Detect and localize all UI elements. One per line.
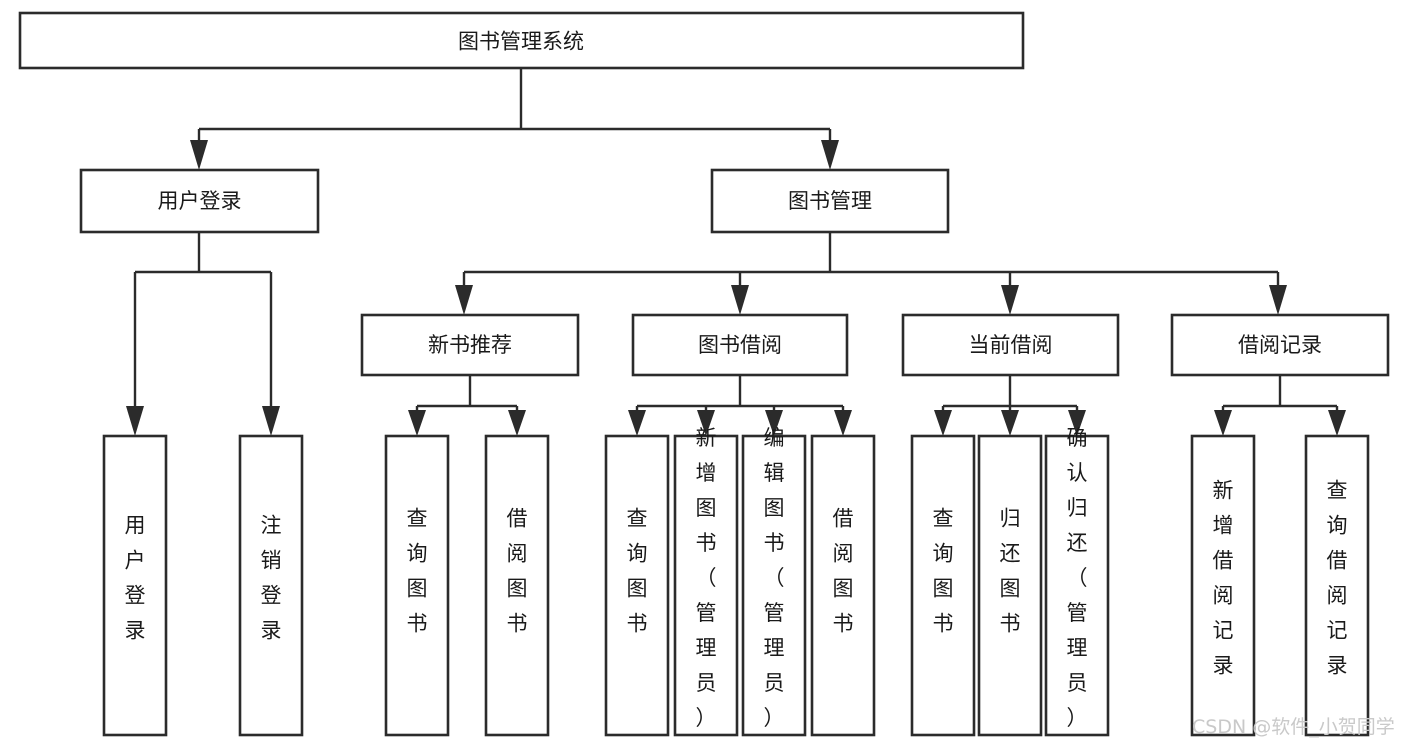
arrow-head-new-book-rec bbox=[455, 285, 473, 315]
connector-group-borrow-record-to-leaves bbox=[1214, 375, 1346, 436]
node-new-book-rec-box[interactable] bbox=[360, 313, 580, 377]
leaf-label-book-borrow-2: 编辑图书（管理员） bbox=[764, 426, 785, 730]
node-user-login-label: 用户登录 bbox=[158, 189, 242, 213]
leaf-box-book-borrow-2[interactable] bbox=[741, 434, 807, 737]
leaf-node-current-borrow-1[interactable]: 归还图书 bbox=[977, 434, 1043, 737]
leaf-box-user-login-1[interactable] bbox=[238, 434, 304, 737]
arrow-head-leaf-current-borrow-2 bbox=[1001, 410, 1019, 436]
arrow-head-user-login bbox=[190, 140, 208, 170]
node-root-label: 图书管理系统 bbox=[458, 30, 584, 54]
leaf-label-book-borrow-3: 借阅图书 bbox=[833, 507, 854, 636]
leaf-box-user-login-0[interactable] bbox=[102, 434, 168, 737]
leaf-node-user-login-1[interactable]: 注销登录 bbox=[238, 434, 304, 737]
leaf-box-borrow-record-0[interactable] bbox=[1190, 434, 1256, 737]
node-book-borrow[interactable]: 图书借阅 bbox=[631, 313, 849, 377]
arrow-head-leaf-user-login-1 bbox=[126, 406, 144, 436]
leaf-node-user-login-0[interactable]: 用户登录 bbox=[102, 434, 168, 737]
leaf-box-book-borrow-1[interactable] bbox=[673, 434, 739, 737]
arrow-head-leaf-borrow-record-1 bbox=[1214, 410, 1232, 436]
leaf-node-book-borrow-0[interactable]: 查询图书 bbox=[604, 434, 670, 737]
node-borrow-record-label: 借阅记录 bbox=[1238, 333, 1322, 357]
arrow-head-borrow-record bbox=[1269, 285, 1287, 315]
leaf-label-borrow-record-0: 新增借阅记录 bbox=[1213, 479, 1234, 678]
arrow-head-leaf-current-borrow-3 bbox=[1068, 410, 1086, 436]
leaf-node-book-borrow-2[interactable]: 编辑图书（管理员） bbox=[741, 426, 807, 737]
node-user-login-box[interactable] bbox=[79, 168, 320, 234]
leaf-box-current-borrow-2[interactable] bbox=[1044, 434, 1110, 737]
node-book-manage-box[interactable] bbox=[710, 168, 950, 234]
node-root-box[interactable] bbox=[18, 11, 1025, 70]
leaf-label-new-book-rec-1: 借阅图书 bbox=[507, 507, 528, 636]
node-book-manage-label: 图书管理 bbox=[788, 189, 872, 213]
arrow-head-book-borrow bbox=[731, 285, 749, 315]
node-book-borrow-box[interactable] bbox=[631, 313, 849, 377]
leaf-label-current-borrow-0: 查询图书 bbox=[933, 507, 954, 636]
leaf-label-user-login-0: 用户登录 bbox=[125, 514, 146, 643]
leaf-label-current-borrow-2: 确认归还（管理员） bbox=[1067, 426, 1088, 730]
arrow-head-leaf-book-borrow-2 bbox=[697, 410, 715, 436]
leaf-node-current-borrow-2[interactable]: 确认归还（管理员） bbox=[1044, 426, 1110, 737]
arrow-head-leaf-book-borrow-3 bbox=[765, 410, 783, 436]
node-book-manage[interactable]: 图书管理 bbox=[710, 168, 950, 234]
leaf-label-book-borrow-1: 新增图书（管理员） bbox=[696, 426, 717, 730]
leaf-node-book-borrow-1[interactable]: 新增图书（管理员） bbox=[673, 426, 739, 737]
leaf-box-book-borrow-3[interactable] bbox=[810, 434, 876, 737]
leaf-label-current-borrow-1: 归还图书 bbox=[1000, 507, 1021, 636]
leaf-node-borrow-record-1[interactable]: 查询借阅记录 bbox=[1304, 434, 1370, 737]
arrow-head-leaf-book-borrow-1 bbox=[628, 410, 646, 436]
leaf-node-book-borrow-3[interactable]: 借阅图书 bbox=[810, 434, 876, 737]
node-borrow-record-box[interactable] bbox=[1170, 313, 1390, 377]
leaf-label-borrow-record-1: 查询借阅记录 bbox=[1327, 479, 1348, 678]
node-user-login[interactable]: 用户登录 bbox=[79, 168, 320, 234]
csdn-watermark: CSDN @软件_小贺同学 bbox=[1192, 716, 1395, 738]
connector-group-book-manage-to-level3 bbox=[455, 232, 1287, 315]
node-new-book-rec-label: 新书推荐 bbox=[428, 333, 512, 357]
leaf-box-new-book-rec-1[interactable] bbox=[484, 434, 550, 737]
leaf-box-book-borrow-0[interactable] bbox=[604, 434, 670, 737]
leaf-node-new-book-rec-1[interactable]: 借阅图书 bbox=[484, 434, 550, 737]
arrow-head-leaf-user-login-2 bbox=[262, 406, 280, 436]
leaf-node-current-borrow-0[interactable]: 查询图书 bbox=[910, 434, 976, 737]
connector-group-book-borrow-to-leaves bbox=[628, 375, 852, 436]
leaf-label-new-book-rec-0: 查询图书 bbox=[407, 507, 428, 636]
leaf-box-current-borrow-0[interactable] bbox=[910, 434, 976, 737]
leaf-label-book-borrow-0: 查询图书 bbox=[627, 507, 648, 636]
arrow-head-leaf-new-book-rec-1 bbox=[408, 410, 426, 436]
connector-group-root-to-level2 bbox=[190, 68, 839, 170]
node-book-borrow-label: 图书借阅 bbox=[698, 333, 782, 357]
arrow-head-current-borrow bbox=[1001, 285, 1019, 315]
arrow-head-leaf-borrow-record-2 bbox=[1328, 410, 1346, 436]
leaf-node-new-book-rec-0[interactable]: 查询图书 bbox=[384, 434, 450, 737]
node-current-borrow[interactable]: 当前借阅 bbox=[901, 313, 1120, 377]
arrow-head-leaf-new-book-rec-2 bbox=[508, 410, 526, 436]
arrow-head-leaf-current-borrow-1 bbox=[934, 410, 952, 436]
node-borrow-record[interactable]: 借阅记录 bbox=[1170, 313, 1390, 377]
leaf-label-user-login-1: 注销登录 bbox=[261, 514, 282, 643]
connector-group-user-login-to-leaves bbox=[126, 232, 280, 436]
leaf-box-borrow-record-1[interactable] bbox=[1304, 434, 1370, 737]
arrow-head-leaf-book-borrow-4 bbox=[834, 410, 852, 436]
node-root[interactable]: 图书管理系统 bbox=[18, 11, 1025, 70]
leaf-node-borrow-record-0[interactable]: 新增借阅记录 bbox=[1190, 434, 1256, 737]
node-current-borrow-box[interactable] bbox=[901, 313, 1120, 377]
node-new-book-rec[interactable]: 新书推荐 bbox=[360, 313, 580, 377]
arrow-head-book-manage bbox=[821, 140, 839, 170]
connector-group-current-borrow-to-leaves bbox=[934, 375, 1086, 436]
leaf-box-new-book-rec-0[interactable] bbox=[384, 434, 450, 737]
connector-group-new-book-rec-to-leaves bbox=[408, 375, 526, 436]
node-current-borrow-label: 当前借阅 bbox=[969, 333, 1053, 357]
leaf-box-current-borrow-1[interactable] bbox=[977, 434, 1043, 737]
